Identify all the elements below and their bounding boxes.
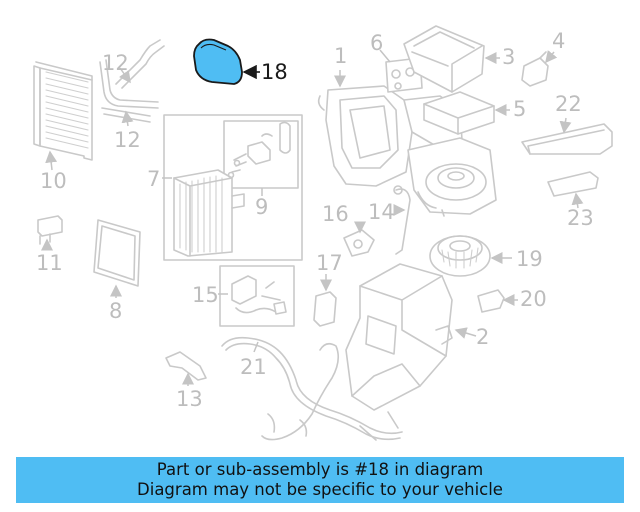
parts-diagram: 1 2 3 4 5 6 7 8 9 10 11 12 12 13 14 16 1… <box>33 25 613 441</box>
callout-17: 17 <box>316 251 343 275</box>
callout-23: 23 <box>567 206 594 230</box>
blower-motor-part-19 <box>429 235 512 277</box>
callout-4: 4 <box>552 29 565 53</box>
callout-1: 1 <box>334 44 347 68</box>
callout-2: 2 <box>476 325 489 349</box>
actuator-part-17 <box>313 274 337 327</box>
banner-line-1: Part or sub-assembly is #18 in diagram <box>156 460 484 479</box>
clip-part-11 <box>37 215 63 251</box>
callout-7: 7 <box>147 167 160 191</box>
actuator-part-16 <box>343 221 375 257</box>
highlighted-part-18 <box>193 38 260 85</box>
callout-16: 16 <box>322 202 349 226</box>
callout-14: 14 <box>368 200 395 224</box>
callout-9: 9 <box>255 195 268 219</box>
callout-12-bottom: 12 <box>114 128 141 152</box>
callout-12-top: 12 <box>102 51 129 75</box>
callout-11: 11 <box>36 251 63 275</box>
callout-6: 6 <box>370 31 383 55</box>
callout-8: 8 <box>109 299 122 323</box>
callout-18-highlighted: 18 <box>261 60 288 84</box>
lower-case-part-2 <box>345 263 477 411</box>
gasket-part-8 <box>93 219 141 298</box>
expansion-valve-part-9 <box>227 121 291 196</box>
callout-3: 3 <box>502 45 515 69</box>
connector-part-20 <box>477 289 518 313</box>
filter-part-5 <box>423 91 510 135</box>
callout-21: 21 <box>240 355 267 379</box>
heater-core-part-10 <box>33 61 93 171</box>
bracket-part-13 <box>165 351 207 386</box>
callout-10: 10 <box>40 169 67 193</box>
callout-5: 5 <box>513 97 526 121</box>
harness-part-21 <box>221 336 403 441</box>
sensor-part-4 <box>521 50 558 87</box>
duct-part-22 <box>521 117 613 155</box>
callout-15: 15 <box>192 283 219 307</box>
sensor-part-14 <box>393 185 411 255</box>
banner-line-2: Diagram may not be specific to your vehi… <box>137 480 503 499</box>
duct-part-3 <box>403 25 500 93</box>
hvac-case-part-1 <box>317 70 497 217</box>
duct-part-23 <box>547 171 599 209</box>
callout-22: 22 <box>555 92 582 116</box>
actuator-harness-part-15 <box>218 265 295 327</box>
callout-20: 20 <box>520 287 547 311</box>
callout-13: 13 <box>176 387 203 411</box>
evaporator-part-7 <box>162 114 303 261</box>
callout-labels: 1 2 3 4 5 6 7 8 9 10 11 12 12 13 14 16 1… <box>36 29 594 411</box>
info-banner: Part or sub-assembly is #18 in diagram D… <box>16 457 624 503</box>
heater-hoses-part-12 <box>99 39 165 127</box>
callout-19: 19 <box>516 247 543 271</box>
